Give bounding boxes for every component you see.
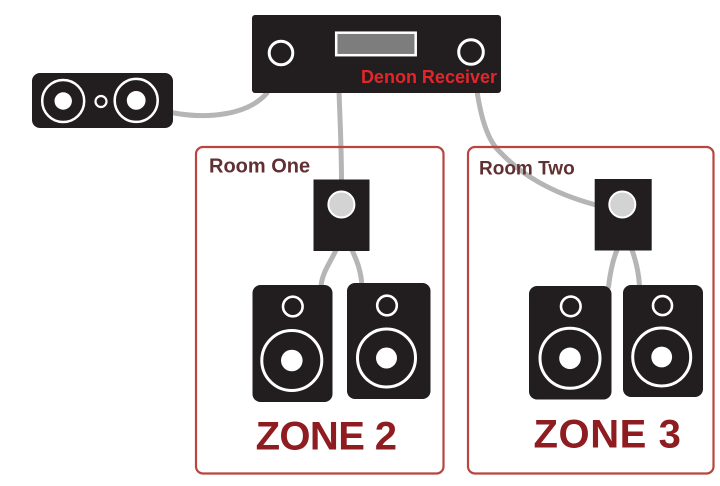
svg-text:Room One: Room One (209, 156, 310, 178)
svg-text:ZONE 2: ZONE 2 (256, 415, 397, 459)
svg-text:ZONE 3: ZONE 3 (533, 413, 681, 457)
svg-text:Denon Receiver: Denon Receiver (361, 67, 497, 87)
svg-text:Room Two: Room Two (479, 159, 575, 180)
